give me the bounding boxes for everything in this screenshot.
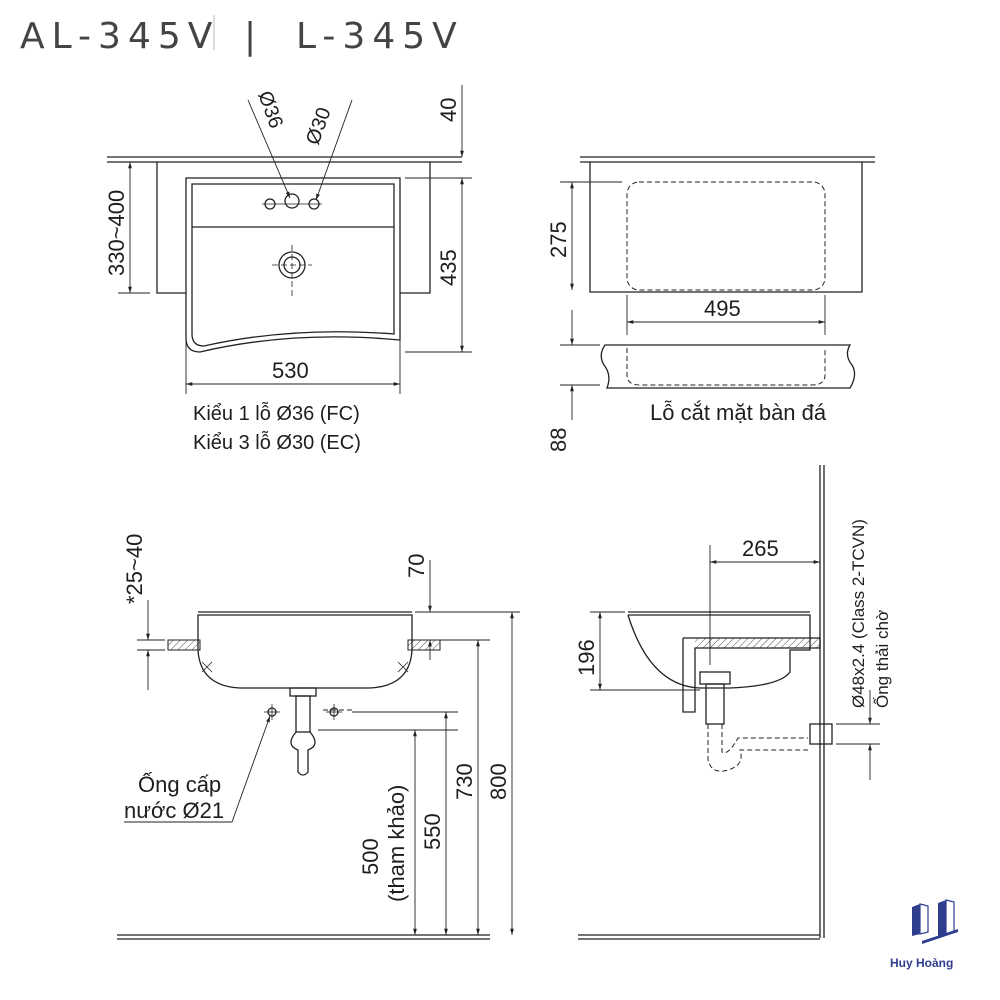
dim-550: 550 — [420, 813, 445, 850]
dim-530: 530 — [272, 358, 309, 383]
cutout-caption: Lỗ cắt mặt bàn đá — [650, 400, 827, 425]
caption-2: Kiểu 3 lỗ Ø30 (EC) — [193, 431, 361, 454]
top-view: Ø36 Ø30 40 330~400 435 530 Kiểu 1 lỗ Ø36… — [104, 85, 472, 454]
model-a: AL-345V — [20, 16, 219, 57]
front-view: Ống cấp nước Ø21 *25~40 70 500 (tham khả… — [117, 534, 520, 940]
side-view: 265 196 Ø48x2.4 (Class 2-TCVN) Ống thải … — [574, 465, 892, 940]
supply-label-1: Ống cấp — [138, 771, 221, 797]
company-logo: Huy Hoàng — [890, 899, 958, 970]
drain-label: Ống thải chờ — [872, 610, 892, 708]
dim-40: 40 — [436, 98, 461, 122]
supply-label-2: nước Ø21 — [124, 798, 224, 823]
cutout-view: 275 495 88 Lỗ cắt mặt bàn đá — [546, 156, 875, 452]
drain-spec: Ø48x2.4 (Class 2-TCVN) — [849, 519, 868, 708]
dim-495: 495 — [704, 296, 741, 321]
dim-88: 88 — [546, 428, 571, 452]
dim-275: 275 — [546, 221, 571, 258]
dim-265: 265 — [742, 536, 779, 561]
hole-30-label: Ø30 — [302, 105, 336, 148]
dim-330-400: 330~400 — [104, 190, 129, 276]
model-b: L-345V — [296, 16, 464, 57]
logo-name: Huy Hoàng — [890, 956, 953, 970]
dim-500: 500 — [358, 838, 383, 875]
dim-196: 196 — [574, 639, 599, 676]
dim-70: 70 — [404, 554, 429, 578]
title: AL-345V | L-345V — [20, 15, 464, 57]
supply-valves — [264, 704, 342, 720]
faucet-holes — [262, 193, 322, 298]
dim-25-40: *25~40 — [122, 534, 147, 604]
caption-1: Kiểu 1 lỗ Ø36 (FC) — [193, 402, 360, 425]
dim-435: 435 — [436, 249, 461, 286]
dim-800: 800 — [486, 763, 511, 800]
dim-730: 730 — [452, 763, 477, 800]
dim-500-note: (tham khảo) — [384, 785, 409, 902]
title-separator: | — [244, 16, 263, 57]
